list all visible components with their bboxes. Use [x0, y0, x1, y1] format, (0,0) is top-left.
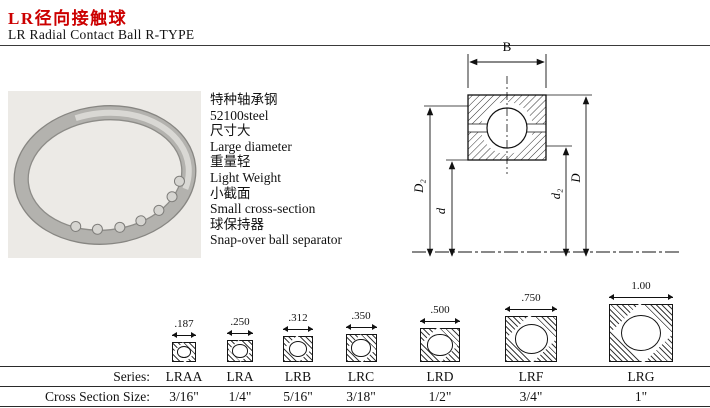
dim-line — [227, 330, 253, 338]
cross-section-square — [609, 302, 673, 364]
bearing-photo — [8, 91, 201, 258]
cross-section-square — [283, 335, 313, 363]
size-dim-label: .350 — [351, 310, 371, 322]
dim-line — [505, 306, 557, 314]
table-divider-top — [0, 366, 710, 367]
feature-list: 特种轴承钢 52100steel 尺寸大 Large diameter 重量轻 … — [210, 92, 342, 248]
cross-section-size-row: Cross Section Size: 3/16" 1/4" 5/16" 3/1… — [0, 388, 710, 405]
dim-d2-right: d₂ — [546, 145, 572, 257]
dim-B-label: B — [503, 39, 512, 54]
section-drawing-svg: B D₂ — [412, 39, 682, 257]
cross-section-column-lraa: .187 — [160, 318, 208, 363]
feature-cn: 球保持器 — [210, 216, 264, 232]
cross-section-square — [420, 327, 460, 363]
dim-D-outer: D — [546, 94, 592, 257]
feature-en: Light Weight — [210, 169, 282, 185]
dim-line — [283, 326, 313, 334]
feature-en: Large diameter — [210, 138, 292, 154]
size-value: 3/18" — [346, 389, 376, 404]
series-row-label: Series: — [113, 369, 150, 384]
header-divider — [0, 45, 710, 46]
dim-line — [609, 294, 673, 302]
size-dim-label: .250 — [230, 316, 250, 328]
feature-en: Small cross-section — [210, 201, 316, 217]
cross-section-column-lrf: .750 — [505, 292, 557, 363]
size-value: 1/2" — [428, 389, 452, 404]
dim-D2-left: D₂ — [412, 105, 468, 257]
cross-section-column-lrd: .500 — [416, 304, 464, 363]
cross-section-column-lrc: .350 — [337, 310, 385, 362]
dim-line — [420, 318, 460, 326]
series-value: LRG — [627, 369, 655, 384]
dim-line — [345, 324, 377, 332]
series-value: LRF — [518, 369, 544, 384]
feature-cn: 尺寸大 — [210, 123, 251, 139]
feature-cn: 小截面 — [210, 185, 251, 201]
cross-section-square — [172, 341, 196, 363]
series-value: LRB — [284, 369, 312, 384]
series-value: LRA — [226, 369, 254, 384]
dim-d2-right-label: d₂ — [549, 188, 563, 199]
size-value: 1" — [634, 389, 648, 404]
cross-section-block — [467, 76, 547, 174]
size-dim-label: .750 — [521, 292, 541, 304]
cross-section-column-lrb: .312 — [274, 312, 322, 363]
feature-en: 52100steel — [210, 107, 269, 123]
series-value: LRAA — [165, 369, 203, 384]
size-value: 3/4" — [519, 389, 543, 404]
table-divider-middle — [0, 386, 710, 387]
series-value: LRD — [426, 369, 454, 384]
size-value: 5/16" — [283, 389, 313, 404]
size-dim-label: .187 — [174, 318, 194, 330]
size-dim-label: .500 — [430, 304, 450, 316]
cross-section-square — [345, 333, 377, 362]
dim-line — [172, 332, 196, 340]
series-row: Series: LRAA LRA LRB LRC LRD LRF LRG — [0, 368, 710, 385]
page-subtitle: LR Radial Contact Ball R-TYPE — [8, 27, 195, 42]
cross-section-column-lra: .250 — [216, 316, 264, 363]
feature-cn: 重量轻 — [210, 154, 251, 170]
size-dim-label: 1.00 — [631, 280, 651, 292]
dim-D2-left-label: D₂ — [412, 179, 426, 194]
bearing-balls — [70, 175, 185, 235]
cross-section-column-lrg: 1.00 — [609, 280, 673, 364]
bearing-ring — [13, 105, 197, 245]
table-divider-bottom — [0, 406, 710, 407]
size-value: 3/16" — [169, 389, 199, 404]
dim-d-bore: d — [434, 159, 468, 257]
page-title: LR径向接触球 — [8, 9, 128, 28]
dim-d-bore-label: d — [434, 207, 448, 214]
cross-section-square — [505, 315, 557, 363]
dim-B: B — [467, 39, 547, 88]
feature-cn: 特种轴承钢 — [210, 92, 278, 107]
feature-en: Snap-over ball separator — [210, 232, 342, 248]
size-row-label: Cross Section Size: — [45, 389, 150, 404]
dim-D-outer-label: D — [569, 173, 583, 183]
section-drawing: B D₂ — [390, 36, 690, 278]
size-dim-label: .312 — [288, 312, 308, 324]
cross-section-square — [227, 339, 253, 363]
bearing-photo-svg — [8, 91, 201, 258]
series-value: LRC — [347, 369, 375, 384]
size-value: 1/4" — [228, 389, 252, 404]
